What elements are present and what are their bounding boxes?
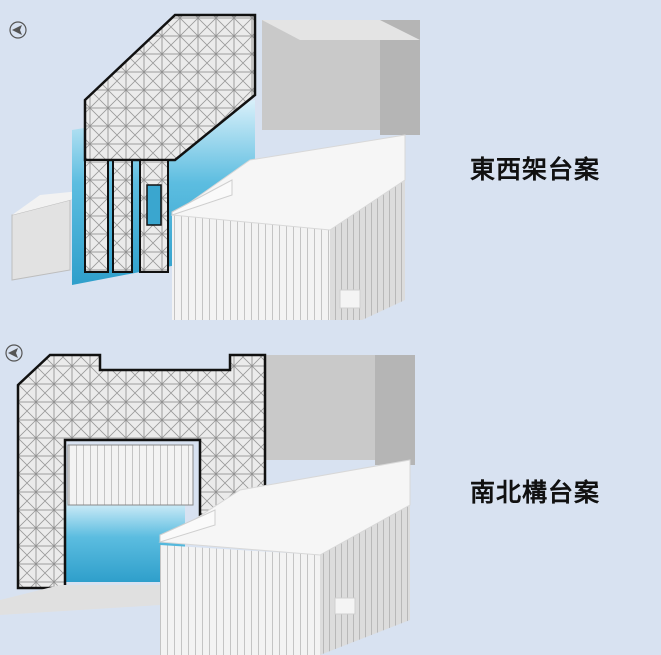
north-arrow-icon (5, 344, 23, 362)
east-west-illustration (9, 13, 420, 320)
proposal-label: 南北構台案 (470, 478, 601, 507)
proposal-label: 東西架台案 (470, 155, 601, 184)
north-arrow-icon (9, 21, 27, 39)
north-south-illustration (0, 344, 415, 655)
ground-strip (0, 585, 160, 615)
front-building (170, 134, 406, 320)
side-building-left (11, 190, 90, 281)
front-building (158, 459, 411, 655)
background-building (262, 20, 420, 135)
truss-frame-east-west (83, 13, 257, 273)
glass-facade (65, 500, 185, 582)
background-building (250, 355, 415, 465)
proposal-north-south: 南北構台案 (0, 330, 661, 655)
proposal-east-west: 東西架台案 (0, 0, 661, 320)
